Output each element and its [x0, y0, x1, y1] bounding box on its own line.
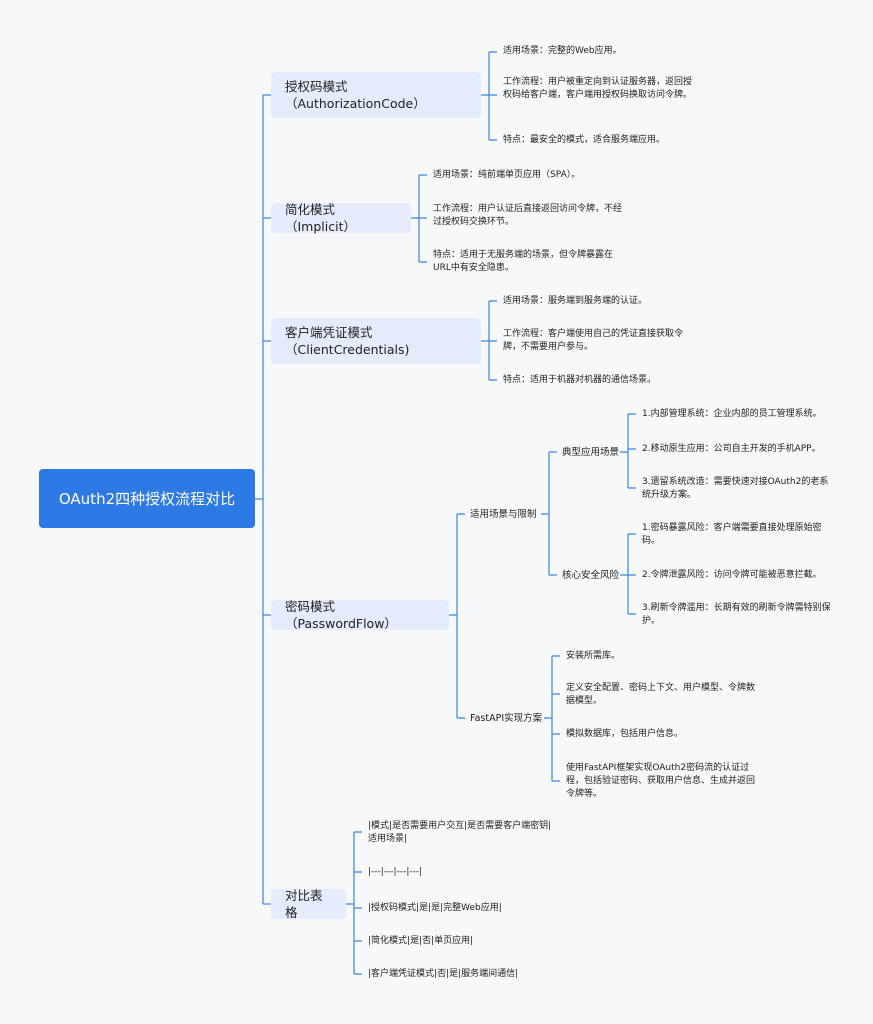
- risk-item-3: 3.刷新令牌滥用：长期有效的刷新令牌需特别保护。: [642, 603, 831, 626]
- password-fastapi[interactable]: FastAPI实现方案: [470, 713, 543, 724]
- typical-item-2: 2.移动原生应用：公司自主开发的手机APP。: [642, 444, 821, 454]
- connector: [346, 831, 362, 975]
- fastapi-item-3: 模拟数据库，包括用户信息。: [566, 729, 684, 739]
- branch-authorization-code[interactable]: 授权码模式（AuthorizationCode）: [271, 72, 481, 118]
- connector: [541, 451, 557, 576]
- typical-item-3: 3.遗留系统改造：需要快速对接OAuth2的老系统升级方案。: [642, 477, 829, 500]
- implicit-scene: 适用场景：纯前端单页应用（SPA）。: [433, 170, 581, 180]
- implicit-feature: 特点：适用于无服务端的场景，但令牌暴露在URL中有安全隐患。: [433, 250, 614, 273]
- client-cred-scene: 适用场景：服务端到服务端的认证。: [503, 296, 648, 306]
- client-cred-feature: 特点：适用于机器对机器的通信场景。: [503, 375, 657, 385]
- table-row-header: |模式|是否需要用户交互|是否需要客户端密钥|适用场景|: [368, 821, 552, 844]
- table-row-separator: |---|---|---|---|: [368, 867, 423, 877]
- table-row-implicit: |简化模式|是|否|单页应用|: [368, 936, 474, 946]
- branch-title: 简化模式（Implicit）: [285, 202, 356, 234]
- root-title: OAuth2四种授权流程对比: [58, 489, 236, 508]
- fastapi-item-4: 使用FastAPI框架实现OAuth2密码流的认证过程，包括验证密码、获取用户信…: [566, 763, 756, 799]
- branch-title: 对比表格: [285, 888, 323, 920]
- password-security-risks[interactable]: 核心安全风险: [562, 570, 620, 581]
- fastapi-item-2: 定义安全配置、密码上下文、用户模型、令牌数据模型。: [566, 683, 756, 706]
- auth-code-flow: 工作流程：用户被重定向到认证服务器，返回授权码给客户端，客户端用授权码换取访问令…: [503, 77, 693, 100]
- connector: [620, 413, 636, 489]
- fastapi-item-1: 安装所需库。: [566, 651, 621, 661]
- connector: [449, 513, 465, 719]
- branch-client-credentials[interactable]: 客户端凭证模式（ClientCredentials): [271, 318, 481, 364]
- branch-title: 密码模式（PasswordFlow）: [285, 599, 397, 631]
- branch-implicit[interactable]: 简化模式（Implicit）: [271, 202, 411, 234]
- auth-code-scene: 适用场景：完整的Web应用。: [503, 46, 622, 56]
- typical-item-1: 1.内部管理系统：企业内部的员工管理系统。: [642, 409, 822, 419]
- client-cred-flow: 工作流程：客户端使用自己的凭证直接获取令牌，不需要用户参与。: [503, 329, 684, 352]
- branch-password-flow[interactable]: 密码模式（PasswordFlow）: [271, 599, 449, 631]
- auth-code-feature: 特点：最安全的模式，适合服务端应用。: [503, 135, 666, 145]
- branch-comparison-table[interactable]: 对比表格: [271, 888, 346, 920]
- connector: [411, 174, 427, 263]
- connector: [544, 655, 560, 782]
- connector: [620, 533, 636, 615]
- table-row-client-cred: |客户端凭证模式|否|是|服务端间通信|: [368, 969, 519, 979]
- root-node[interactable]: OAuth2四种授权流程对比: [39, 469, 255, 528]
- implicit-flow: 工作流程：用户认证后直接返回访问令牌，不经过授权码交换环节。: [433, 204, 623, 227]
- risk-item-1: 1.密码暴露风险：客户端需要直接处理原始密码。: [642, 523, 822, 546]
- branch-title: 客户端凭证模式（ClientCredentials): [285, 325, 410, 357]
- branch-title: 授权码模式（AuthorizationCode）: [285, 79, 426, 111]
- connector: [481, 51, 497, 141]
- password-scenes-limits[interactable]: 适用场景与限制: [470, 509, 537, 520]
- risk-item-2: 2.令牌泄露风险：访问令牌可能被恶意拦截。: [642, 570, 822, 580]
- connector: [481, 300, 497, 381]
- table-row-auth-code: |授权码模式|是|是|完整Web应用|: [368, 903, 502, 913]
- password-typical-scenes[interactable]: 典型应用场景: [562, 447, 620, 458]
